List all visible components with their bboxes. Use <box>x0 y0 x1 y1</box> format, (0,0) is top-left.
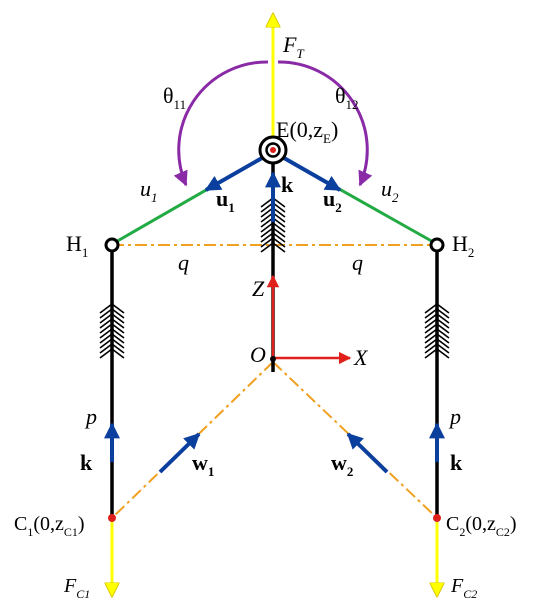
label-FT: FT <box>282 32 304 61</box>
hatch-stroke <box>99 343 125 354</box>
hatch-stroke <box>99 348 125 359</box>
label-H1: H1 <box>66 231 88 260</box>
label-u1-vector: u1 <box>216 186 235 215</box>
label-FC1: FC1 <box>63 575 90 601</box>
hatch-stroke <box>99 323 125 334</box>
label-w2: w2 <box>331 450 353 479</box>
hatch-stroke <box>424 338 450 349</box>
label-C2: C2(0,zC2) <box>446 513 517 539</box>
hatch-stroke <box>99 333 125 344</box>
label-k-left: k <box>80 450 93 475</box>
joints <box>104 135 445 522</box>
arc-theta-12 <box>277 60 373 187</box>
axes <box>266 274 352 365</box>
hatch-stroke <box>424 348 450 359</box>
vector-u1 <box>204 156 263 192</box>
hatch-stroke <box>260 222 286 233</box>
label-FC2: FC2 <box>450 575 477 601</box>
label-u1-link: u1 <box>140 176 158 205</box>
hatch-stroke <box>424 333 450 344</box>
label-q-left: q <box>178 250 189 275</box>
angle-arcs <box>173 60 373 187</box>
label-Z: Z <box>252 276 265 301</box>
hatch-stroke <box>260 232 286 243</box>
hatch-stroke <box>424 323 450 334</box>
label-p-right: p <box>448 404 461 429</box>
label-u2-link: u2 <box>381 176 399 205</box>
w1-line <box>111 361 274 519</box>
hatch-stroke <box>424 313 450 324</box>
vector-w1 <box>158 432 201 474</box>
label-X: X <box>353 345 369 370</box>
point-O <box>270 356 276 362</box>
hatch-stroke <box>260 237 286 248</box>
label-u2-vector: u2 <box>323 186 342 215</box>
hatch-stroke <box>99 313 125 324</box>
point-C1 <box>108 514 116 522</box>
label-w1: w1 <box>192 450 214 479</box>
prismatic-symbol-left <box>99 303 125 359</box>
label-H2: H2 <box>452 231 474 260</box>
label-k-top: k <box>281 172 294 197</box>
point-C2 <box>433 514 441 522</box>
vector-w2 <box>346 432 389 474</box>
label-E: E(0,zE) <box>276 117 338 146</box>
label-q-right: q <box>352 250 363 275</box>
label-C1: C1(0,zC1) <box>14 513 85 539</box>
hatch-stroke <box>99 318 125 329</box>
hatch-stroke <box>99 303 125 314</box>
label-theta-12: θ12 <box>335 83 359 112</box>
joint-H2 <box>429 237 445 253</box>
point-E <box>270 147 276 153</box>
label-O: O <box>250 342 266 367</box>
hatch-stroke <box>99 328 125 339</box>
hatch-stroke <box>424 303 450 314</box>
hatch-stroke <box>99 308 125 319</box>
labels: FT θ11 θ12 E(0,zE) k u1 u2 u1 u2 H1 H2 q… <box>14 32 517 601</box>
hatch-stroke <box>260 242 286 253</box>
hatch-stroke <box>424 318 450 329</box>
hatch-stroke <box>424 343 450 354</box>
label-p-left: p <box>84 404 97 429</box>
vector-u2 <box>283 156 342 192</box>
hatch-stroke <box>424 308 450 319</box>
joint-H1 <box>104 237 120 253</box>
hatch-stroke <box>260 227 286 238</box>
prismatic-symbols <box>99 197 450 359</box>
hatch-stroke <box>99 338 125 349</box>
hatch-stroke <box>424 328 450 339</box>
prismatic-symbol-right <box>424 303 450 359</box>
unit-vectors <box>104 156 445 474</box>
w2-line <box>272 361 438 519</box>
label-theta-11: θ11 <box>163 83 186 112</box>
arc-theta-11 <box>173 60 269 187</box>
label-k-right: k <box>450 450 463 475</box>
